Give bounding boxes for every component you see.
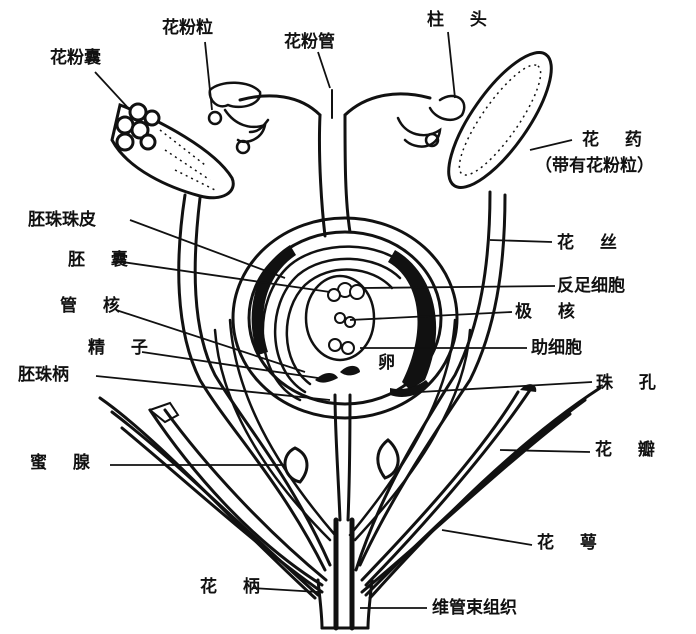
vascular-bundle — [336, 520, 352, 628]
sperm-cells — [315, 366, 360, 383]
stigma-shape — [209, 83, 464, 153]
label-filament: 花 丝 — [557, 233, 627, 253]
label-antipodal: 反足细胞 — [557, 276, 625, 296]
label-pollen-tube: 花粉管 — [284, 32, 335, 52]
label-egg: 卵 — [378, 353, 395, 373]
label-sepal: 花 萼 — [537, 533, 607, 553]
label-polar-nuclei: 极 核 — [515, 302, 585, 322]
style-shape — [240, 90, 430, 236]
label-stigma: 柱 头 — [427, 10, 497, 30]
pedicel-shape — [318, 580, 372, 628]
label-pollen-sac: 花粉囊 — [50, 48, 101, 68]
label-anther: 花 药 — [582, 130, 652, 150]
label-pedicel: 花 柄 — [200, 577, 270, 597]
label-synergid: 助细胞 — [531, 338, 582, 358]
funiculus-shape — [335, 395, 340, 520]
label-petal: 花 瓣 — [595, 440, 665, 460]
anther-left — [112, 104, 233, 198]
label-pollen-grain: 花粉粒 — [162, 18, 213, 38]
embryo-sac-cells — [328, 283, 364, 354]
label-micropyle: 珠 孔 — [596, 373, 666, 393]
label-embryo-sac: 胚 囊 — [68, 250, 138, 270]
label-anther-note: （带有花粉粒） — [535, 156, 654, 176]
micropyle-marker — [520, 384, 536, 392]
label-sperm: 精 子 — [88, 338, 158, 358]
nectary-shape — [285, 440, 398, 482]
label-integument: 胚珠珠皮 — [28, 210, 96, 230]
label-vascular: 维管束组织 — [432, 598, 517, 618]
label-tube-nucleus: 管 核 — [60, 296, 130, 316]
label-nectary: 蜜 腺 — [30, 453, 100, 473]
label-funiculus: 胚珠柄 — [18, 365, 69, 385]
